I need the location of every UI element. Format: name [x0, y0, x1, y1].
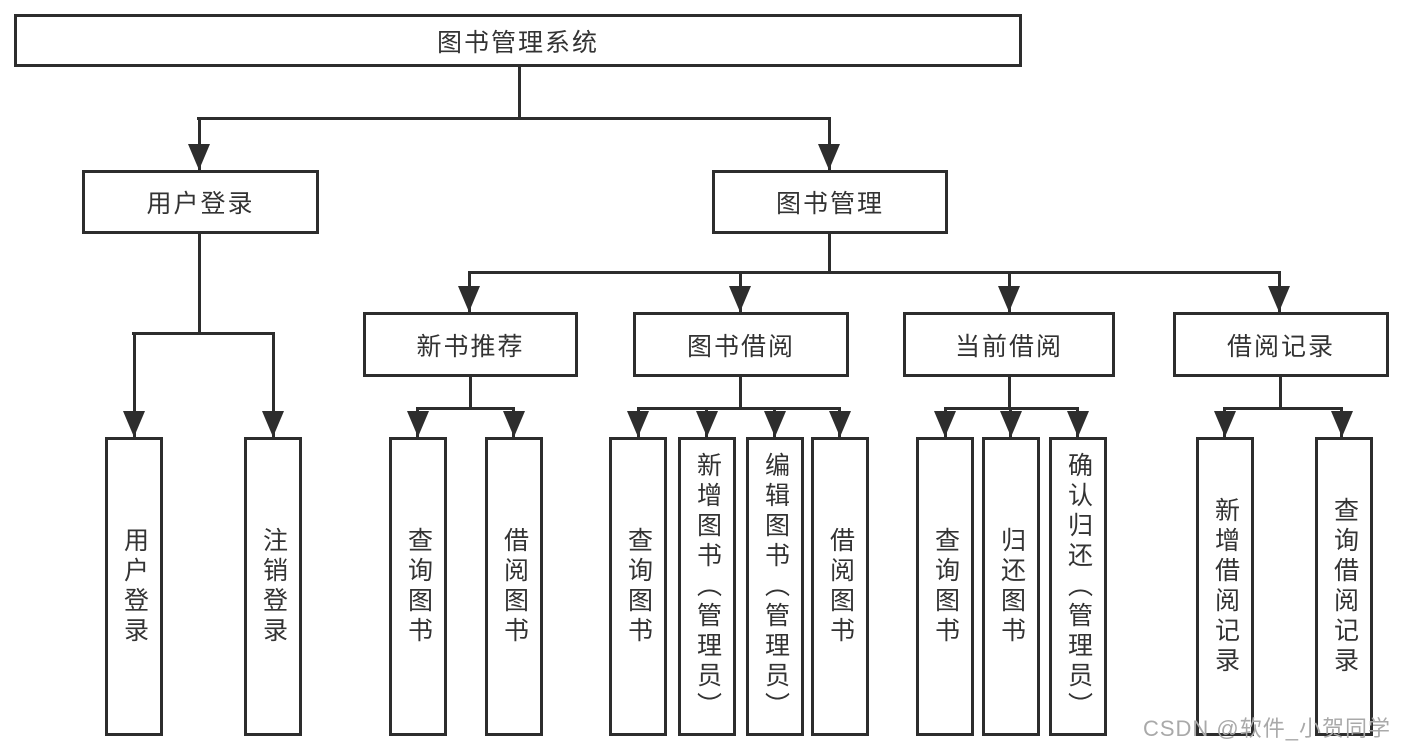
- leaf-bb-edit-books: 编辑图书（管理员）: [746, 437, 804, 736]
- leaf-cb-confirm-return: 确认归还（管理员）: [1049, 437, 1107, 736]
- connector-user-login-rail: [132, 332, 274, 335]
- connector-borrowing-records-stem: [1279, 377, 1282, 410]
- connector-book-borrowing-stem: [739, 377, 742, 410]
- arrow-to-user-login: [188, 144, 210, 170]
- connector-stem-leaf-logout: [272, 332, 275, 437]
- node-user-login: 用户登录: [82, 170, 319, 234]
- arrow-to-cb-query: [934, 411, 956, 437]
- leaf-bb-borrow-books: 借阅图书: [811, 437, 869, 736]
- connector-user-login-stem: [198, 234, 201, 334]
- connector-level3-rail: [468, 271, 1281, 274]
- connector-new-book-rail: [416, 407, 515, 410]
- leaf-br-query-record: 查询借阅记录: [1315, 437, 1373, 736]
- arrow-to-cb-confirm: [1067, 411, 1089, 437]
- connector-root-stem: [518, 67, 521, 120]
- node-root-system: 图书管理系统: [14, 14, 1022, 67]
- arrow-to-nb-borrow: [503, 411, 525, 437]
- connector-current-borrowing-stem: [1008, 377, 1011, 410]
- arrow-to-cb-return: [1000, 411, 1022, 437]
- arrow-to-br-query: [1331, 411, 1353, 437]
- node-borrowing-records: 借阅记录: [1173, 312, 1389, 377]
- node-current-borrowing: 当前借阅: [903, 312, 1115, 377]
- connector-level2-rail: [197, 117, 830, 120]
- arrow-to-leaf-login: [123, 411, 145, 437]
- connector-book-borrowing-rail: [637, 407, 841, 410]
- arrow-to-book-management: [818, 144, 840, 170]
- arrow-to-book-borrowing: [729, 286, 751, 312]
- leaf-user-login: 用户登录: [105, 437, 163, 736]
- arrow-to-bb-query: [627, 411, 649, 437]
- arrow-to-nb-query: [407, 411, 429, 437]
- leaf-cb-return-books: 归还图书: [982, 437, 1040, 736]
- node-new-book-recommend: 新书推荐: [363, 312, 578, 377]
- arrow-to-new-book-recommend: [458, 286, 480, 312]
- arrow-to-bb-edit: [764, 411, 786, 437]
- node-book-borrowing: 图书借阅: [633, 312, 849, 377]
- leaf-logout: 注销登录: [244, 437, 302, 736]
- leaf-bb-query-books: 查询图书: [609, 437, 667, 736]
- leaf-nb-borrow-books: 借阅图书: [485, 437, 543, 736]
- connector-stem-leaf-login: [133, 332, 136, 437]
- arrow-to-bb-borrow: [829, 411, 851, 437]
- connector-borrowing-records-rail: [1223, 407, 1343, 410]
- connector-stem-book-management: [828, 117, 831, 170]
- leaf-bb-add-books: 新增图书（管理员）: [678, 437, 736, 736]
- arrow-to-bb-add: [696, 411, 718, 437]
- connector-new-book-stem: [469, 377, 472, 410]
- leaf-br-add-record: 新增借阅记录: [1196, 437, 1254, 736]
- connector-book-management-stem: [828, 234, 831, 274]
- csdn-watermark: CSDN @软件_小贺同学: [1142, 716, 1391, 741]
- leaf-cb-query-books: 查询图书: [916, 437, 974, 736]
- arrow-to-borrowing-records: [1268, 286, 1290, 312]
- arrow-to-br-add: [1214, 411, 1236, 437]
- arrow-to-current-borrowing: [998, 286, 1020, 312]
- connector-stem-user-login: [198, 117, 201, 170]
- leaf-nb-query-books: 查询图书: [389, 437, 447, 736]
- arrow-to-leaf-logout: [262, 411, 284, 437]
- node-book-management: 图书管理: [712, 170, 948, 234]
